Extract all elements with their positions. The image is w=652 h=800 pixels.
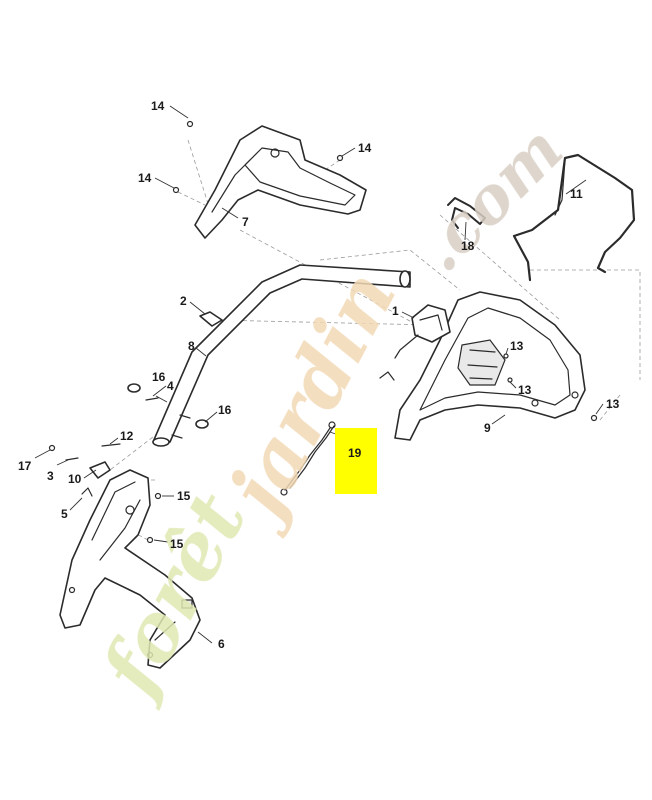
callout-9: 9 — [484, 421, 491, 435]
cable-clip-small — [379, 371, 395, 381]
small-hardware — [48, 120, 598, 544]
callout-labels: 14 14 14 7 2 8 16 4 16 12 17 3 10 5 15 1… — [18, 99, 620, 651]
part-13-screw-c — [590, 414, 598, 422]
callout-13-a: 13 — [510, 339, 524, 353]
part-11-bail-bar — [512, 153, 636, 282]
part-2-knob — [199, 311, 223, 327]
part-15-screw-upper — [154, 492, 162, 500]
callout-15-upper: 15 — [177, 489, 191, 503]
part-1-switch-box — [394, 304, 451, 359]
part-15-screw-lower — [146, 536, 154, 544]
callout-16-lower: 16 — [218, 403, 232, 417]
callout-2: 2 — [180, 294, 187, 308]
part-4-bolt — [145, 397, 159, 401]
callout-17: 17 — [18, 459, 32, 473]
watermark-com: .com — [403, 112, 577, 286]
part-8-handle-tube — [152, 264, 411, 447]
callout-13-b: 13 — [518, 383, 532, 397]
callout-3: 3 — [47, 469, 54, 483]
callout-16-upper: 16 — [152, 370, 166, 384]
part-17-screw — [48, 444, 56, 452]
part-10-lever — [89, 461, 111, 479]
callout-14-left: 14 — [138, 171, 152, 185]
part-7-upper-cover — [194, 125, 367, 239]
callout-1: 1 — [392, 304, 399, 318]
callout-7: 7 — [242, 215, 249, 229]
callout-4: 4 — [167, 379, 174, 393]
callout-15-lower: 15 — [170, 537, 184, 551]
callout-14-top: 14 — [151, 99, 165, 113]
callout-11: 11 — [570, 187, 583, 201]
callout-10: 10 — [68, 472, 82, 486]
callout-14-right: 14 — [358, 141, 372, 155]
part-16-washer-upper — [127, 383, 141, 393]
callout-8: 8 — [188, 339, 195, 353]
part-19-cable — [280, 421, 336, 496]
callout-13-c: 13 — [606, 397, 620, 411]
part-6-lower-handle — [59, 469, 201, 669]
part-14-screw-right — [336, 154, 344, 162]
part-5-spring — [81, 487, 93, 497]
callout-18: 18 — [461, 239, 475, 253]
part-14-screw-top — [186, 120, 194, 128]
part-14-screw-left — [172, 186, 180, 194]
highlight-box-19 — [335, 428, 377, 494]
watermark-jardin: jardin — [205, 256, 414, 540]
part-12-bolt — [101, 443, 121, 447]
callout-19: 19 — [348, 446, 362, 460]
part-18-cable-clip — [447, 197, 486, 229]
callout-5: 5 — [61, 507, 68, 521]
callout-6: 6 — [218, 637, 225, 651]
callout-12: 12 — [120, 429, 134, 443]
part-9-handle-bar — [394, 291, 586, 441]
part-3-pin — [65, 457, 79, 461]
